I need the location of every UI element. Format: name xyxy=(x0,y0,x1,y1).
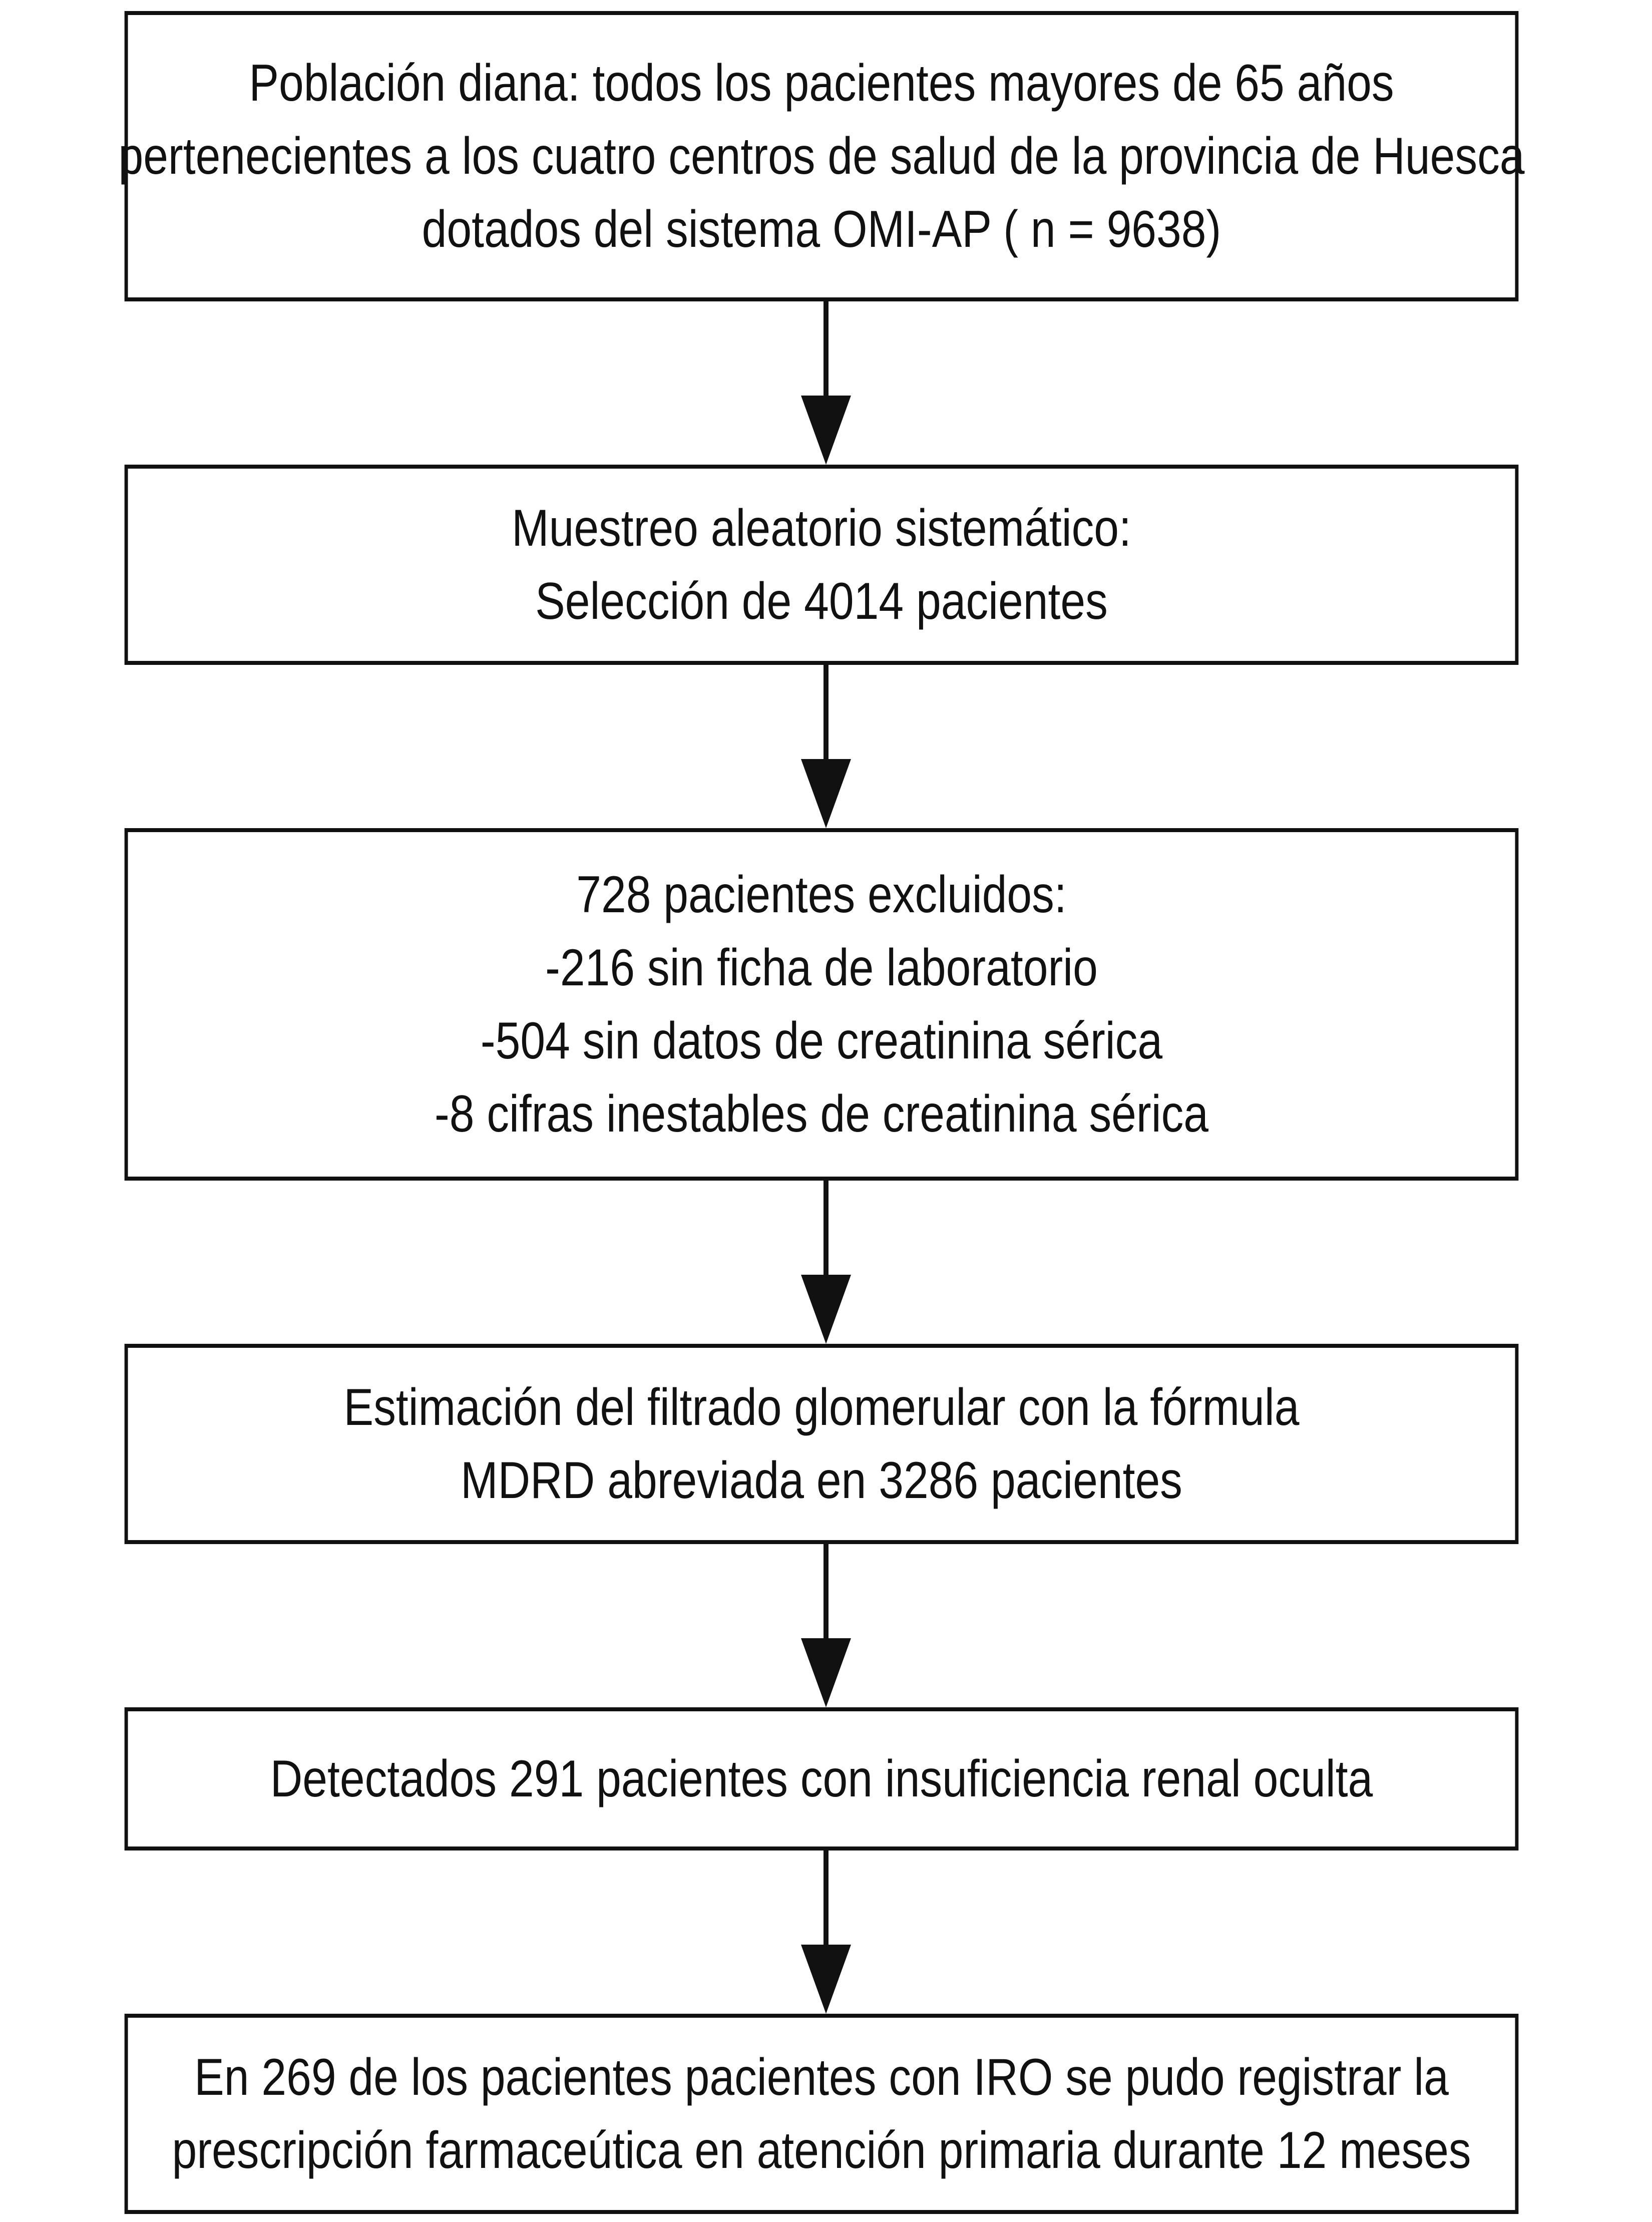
arrow-head xyxy=(801,759,851,828)
flow-box-gfr-estimation: Estimación del filtrado glomerular con l… xyxy=(124,1344,1519,1544)
box-text-line: -216 sin ficha de laboratorio xyxy=(545,939,1098,997)
box-text-line: Detectados 291 pacientes con insuficienc… xyxy=(270,1750,1373,1808)
arrow-head xyxy=(801,1945,851,2014)
arrow-5 xyxy=(801,1850,851,2014)
arrow-head xyxy=(801,1638,851,1707)
arrow-4 xyxy=(801,1544,851,1707)
flow-box-prescription-record: En 269 de los pacientes pacientes con IR… xyxy=(124,2014,1519,2214)
box-text-line: dotados del sistema OMI-AP ( n = 9638) xyxy=(422,200,1221,258)
box-text-line: Población diana: todos los pacientes may… xyxy=(249,54,1394,112)
box-text-line: -8 cifras inestables de creatinina séric… xyxy=(434,1085,1209,1143)
box-text-line: Estimación del filtrado glomerular con l… xyxy=(343,1378,1300,1436)
arrow-2 xyxy=(801,665,851,828)
box-text-line: En 269 de los pacientes pacientes con IR… xyxy=(194,2048,1449,2106)
box-text-line: pertenecientes a los cuatro centros de s… xyxy=(118,127,1525,185)
arrow-3 xyxy=(801,1181,851,1344)
flow-box-excluded-patients: 728 pacientes excluidos: -216 sin ficha … xyxy=(124,828,1519,1181)
arrow-head xyxy=(801,1275,851,1344)
box-text-line: 728 pacientes excluidos: xyxy=(576,866,1067,924)
arrow-1 xyxy=(801,301,851,465)
flow-box-random-sampling: Muestreo aleatorio sistemático: Selecció… xyxy=(124,465,1519,665)
flow-box-target-population: Población diana: todos los pacientes may… xyxy=(118,11,1525,301)
arrow-head xyxy=(801,396,851,465)
box-text-line: Selección de 4014 pacientes xyxy=(535,572,1108,630)
box-text-line: prescripción farmaceútica en atención pr… xyxy=(172,2121,1471,2179)
box-text-line: Muestreo aleatorio sistemático: xyxy=(512,499,1131,557)
box-text-line: MDRD abreviada en 3286 pacientes xyxy=(461,1451,1182,1510)
flow-box-hidden-renal-failure: Detectados 291 pacientes con insuficienc… xyxy=(124,1707,1519,1850)
box-text-line: -504 sin datos de creatinina sérica xyxy=(480,1012,1163,1070)
